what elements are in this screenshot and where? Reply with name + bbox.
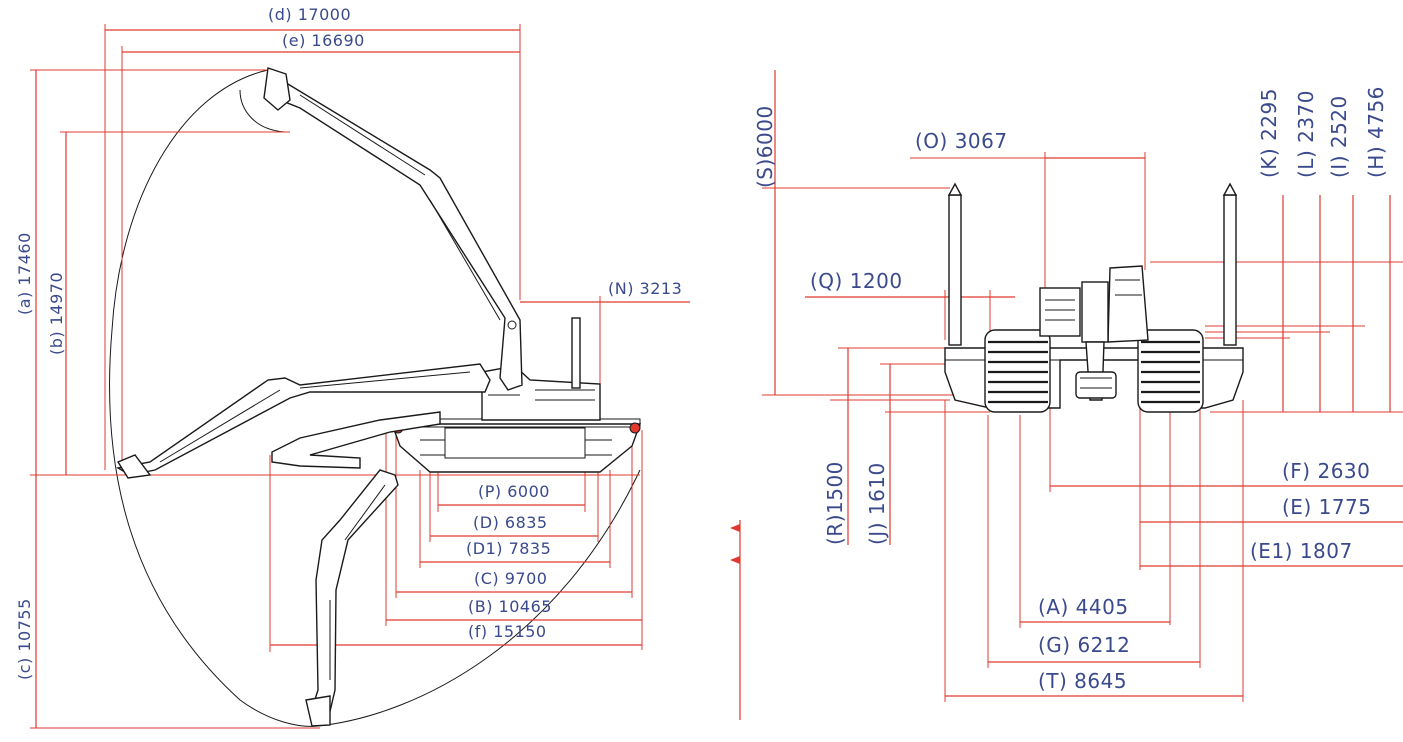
front-bucket [1075, 371, 1117, 399]
side-boom-horizontal-detail [159, 371, 471, 463]
front-boom-base [1081, 281, 1109, 343]
reach-envelope-top [239, 89, 286, 133]
front-track-left-cleats [988, 340, 1048, 404]
marker-arrow-2 [730, 556, 740, 564]
side-bucket-down [305, 695, 331, 727]
dim-label-b: (b) 14970 [47, 272, 66, 355]
dim-label-D: (D) 6835 [473, 513, 548, 532]
dim-label-O: (O) 3067 [915, 129, 1008, 153]
dim-label-H: (H) 4756 [1364, 86, 1388, 178]
side-bucket-horizontal [116, 454, 152, 479]
side-view: (d) 17000 (e) 16690 (a) 17460 (b) 14970 … [15, 5, 690, 729]
side-boom-raised-detail [299, 94, 501, 321]
front-spud-right-cap [1222, 182, 1238, 196]
dim-label-D1: (D1) 7835 [466, 539, 551, 558]
front-engine-grille [1045, 299, 1075, 321]
side-pontoon-panel [444, 427, 586, 459]
reach-envelope [109, 69, 641, 727]
dim-label-N: (N) 3213 [608, 279, 682, 298]
dim-label-E1: (E1) 1807 [1250, 539, 1353, 563]
side-boom-raised [269, 77, 523, 391]
dim-label-A: (A) 4405 [1038, 595, 1129, 619]
dim-label-L: (L) 2370 [1294, 90, 1318, 178]
dim-label-F: (F) 2630 [1282, 459, 1370, 483]
front-spud-right [1223, 194, 1237, 346]
dim-label-Q: (Q) 1200 [810, 269, 903, 293]
side-arm-down-detail [329, 484, 386, 680]
dim-label-R: (R)1500 [823, 461, 847, 545]
dim-label-d: (d) 17000 [268, 5, 351, 24]
front-bucket-detail [1080, 377, 1112, 389]
front-spud-left [948, 194, 962, 346]
side-boom-horizontal [116, 363, 491, 476]
dim-label-J: (J) 1610 [865, 462, 889, 545]
marker-arrow-1 [730, 524, 740, 532]
dim-label-T: (T) 8645 [1038, 669, 1127, 693]
dim-label-e: (e) 16690 [282, 31, 365, 50]
front-cab-detail [1115, 279, 1142, 296]
dim-label-B: (B) 10465 [468, 597, 552, 616]
side-arm-down [309, 469, 399, 721]
side-boom-pin [507, 320, 517, 330]
dim-label-E: (E) 1775 [1282, 495, 1372, 519]
front-engine-hood [1039, 287, 1081, 337]
side-idler-rear [629, 422, 641, 434]
side-exhaust-spud [571, 317, 581, 389]
side-boom-lowered [271, 411, 441, 469]
dim-label-K: (K) 2295 [1257, 88, 1281, 178]
dim-label-C: (C) 9700 [474, 569, 547, 588]
dim-label-c: (c) 10755 [15, 598, 34, 680]
dim-label-G: (G) 6212 [1038, 633, 1130, 657]
dim-label-P: (P) 6000 [478, 482, 550, 501]
dim-label-a: (a) 17460 [15, 232, 34, 315]
dim-label-f: (f) 15150 [468, 622, 547, 641]
dim-label-I: (I) 2520 [1327, 95, 1351, 178]
side-track-links [420, 439, 612, 456]
side-bucket-raised [263, 67, 291, 111]
front-track-right-cleats [1141, 340, 1200, 404]
side-cab-details [488, 389, 595, 401]
front-spud-left-cap [947, 182, 963, 196]
front-view: (S)6000 (O) 3067 (Q) 1200 (K) 2295 (L) 2… [730, 70, 1403, 720]
front-cab [1107, 265, 1149, 343]
side-pontoon [391, 423, 641, 473]
dim-label-S: (S)6000 [753, 105, 777, 188]
